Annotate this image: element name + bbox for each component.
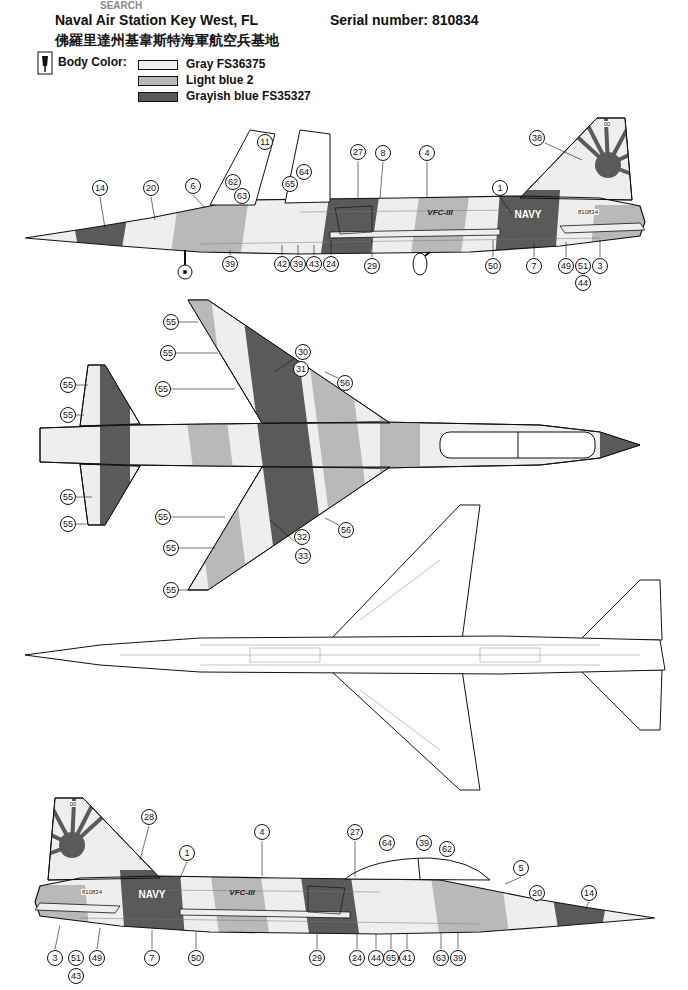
heading-text: Serial number: 810834 xyxy=(330,12,479,28)
callout-number: 55 xyxy=(60,516,76,532)
callout-number: 39 xyxy=(416,835,432,851)
navy-marking: NAVY xyxy=(136,889,167,900)
callout-number: 4 xyxy=(419,145,435,161)
callout-number: 29 xyxy=(309,950,325,966)
legend-text: Light blue 2 xyxy=(186,73,253,87)
legend-text: Gray FS36375 xyxy=(186,57,265,71)
legend-swatch xyxy=(138,92,178,102)
callout-number: 6 xyxy=(185,178,201,194)
unit-marking: VFC-III xyxy=(427,208,452,217)
callout-number: 55 xyxy=(163,314,179,330)
callout-number: 51 xyxy=(68,950,84,966)
callout-number: 50 xyxy=(188,950,204,966)
callout-number: 33 xyxy=(295,548,311,564)
callout-number: 11 xyxy=(257,134,273,150)
serial-marking: 810834 xyxy=(81,889,103,895)
callout-number: 63 xyxy=(433,950,449,966)
callout-number: 24 xyxy=(323,256,339,272)
callout-number: 5 xyxy=(513,860,529,876)
plan-view xyxy=(40,290,660,600)
callout-number: 55 xyxy=(60,489,76,505)
legend-text: Grayish blue FS35327 xyxy=(186,89,311,103)
callout-number: 43 xyxy=(68,968,84,984)
serial-marking: 00 xyxy=(69,801,78,807)
callout-number: 1 xyxy=(492,180,508,196)
legend-swatch xyxy=(138,60,178,70)
callout-number: 4 xyxy=(254,824,270,840)
title: Naval Air Station Key West, FL xyxy=(55,12,258,28)
callout-number: 27 xyxy=(350,144,366,160)
callout-number: 38 xyxy=(529,130,545,146)
callout-number: 55 xyxy=(155,509,171,525)
callout-number: 55 xyxy=(163,540,179,556)
callout-number: 44 xyxy=(575,275,591,291)
callout-number: 62 xyxy=(439,841,455,857)
callout-number: 55 xyxy=(163,582,179,598)
callout-number: 27 xyxy=(347,824,363,840)
callout-number: 8 xyxy=(375,145,391,161)
callout-number: 49 xyxy=(558,258,574,274)
unit-marking: VFC-III xyxy=(229,888,254,897)
callout-number: 56 xyxy=(337,375,353,391)
callout-number: 55 xyxy=(60,407,76,423)
callout-number: 39 xyxy=(450,950,466,966)
serial-marking: 00 xyxy=(603,121,612,127)
callout-number: 28 xyxy=(141,809,157,825)
legend-heading: Body Color: xyxy=(58,55,127,69)
callout-number: 64 xyxy=(296,164,312,180)
callout-number: 44 xyxy=(368,950,384,966)
callout-number: 51 xyxy=(575,258,591,274)
callout-number: 31 xyxy=(293,361,309,377)
callout-number: 63 xyxy=(234,188,250,204)
callout-number: 49 xyxy=(89,950,105,966)
callout-number: 1 xyxy=(179,845,195,861)
callout-number: 55 xyxy=(155,381,171,397)
serial-marking: 810834 xyxy=(577,209,599,215)
callout-number: 65 xyxy=(383,950,399,966)
callout-number: 3 xyxy=(592,258,608,274)
callout-number: 64 xyxy=(379,835,395,851)
navy-marking: NAVY xyxy=(512,209,543,220)
watermark: SEARCH xyxy=(100,0,142,11)
callout-number: 29 xyxy=(364,258,380,274)
legend-swatch xyxy=(138,76,178,86)
callout-number: 55 xyxy=(60,377,76,393)
callout-number: 7 xyxy=(526,258,542,274)
callout-number: 43 xyxy=(306,256,322,272)
callout-number: 39 xyxy=(222,256,238,272)
callout-number: 42 xyxy=(274,256,290,272)
callout-number: 14 xyxy=(92,180,108,196)
callout-number: 30 xyxy=(295,344,311,360)
callout-number: 20 xyxy=(143,180,159,196)
heading-text: 佛羅里達州基韋斯特海軍航空兵基地 xyxy=(55,32,279,50)
underside-view xyxy=(25,505,665,790)
callout-number: 20 xyxy=(529,885,545,901)
callout-number: 41 xyxy=(399,950,415,966)
callout-number: 32 xyxy=(294,529,310,545)
callout-number: 14 xyxy=(581,885,597,901)
brush-icon xyxy=(38,52,52,74)
callout-number: 56 xyxy=(338,522,354,538)
callout-number: 3 xyxy=(47,950,63,966)
callout-number: 65 xyxy=(282,176,298,192)
callout-number: 39 xyxy=(290,256,306,272)
callout-number: 50 xyxy=(485,258,501,274)
callout-number: 7 xyxy=(144,950,160,966)
callout-number: 24 xyxy=(349,950,365,966)
callout-number: 55 xyxy=(160,345,176,361)
